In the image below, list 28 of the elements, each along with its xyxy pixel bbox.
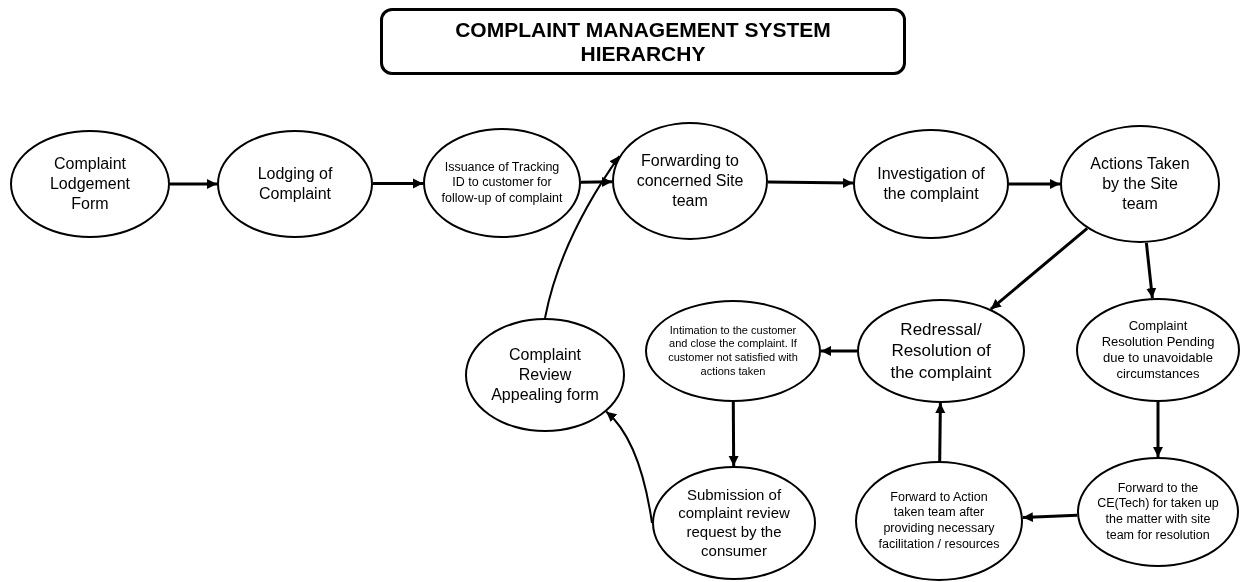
arrow bbox=[605, 410, 653, 524]
arrow bbox=[544, 155, 621, 319]
arrow bbox=[1153, 402, 1163, 457]
arrow bbox=[373, 178, 423, 189]
node-label: Forward to the CE(Tech) for taken up the matter with site team for resolution bbox=[1096, 480, 1220, 544]
node-label: Actions Taken by the Site team bbox=[1089, 154, 1191, 214]
node-label: Complaint Resolution Pending due to unavoidable circumstances bbox=[1100, 317, 1216, 383]
node-label: Complaint Review Appealing form bbox=[490, 345, 600, 405]
arrow bbox=[580, 176, 613, 187]
arrow bbox=[989, 227, 1089, 311]
node-label: Issuance of Tracking ID to customer for follow-up of complaint bbox=[441, 159, 563, 207]
arrow bbox=[1009, 179, 1060, 189]
title: COMPLAINT MANAGEMENT SYSTEM HIERARCHY bbox=[380, 8, 906, 75]
node-label: Lodging of Complaint bbox=[256, 164, 334, 204]
node-label: Intimation to the customer and close the complaint. If customer not satisfied with actions taken bbox=[667, 323, 799, 379]
node-label: Redressal/ Resolution of the complaint bbox=[889, 319, 993, 383]
arrow bbox=[170, 179, 217, 189]
arrow bbox=[1022, 512, 1078, 523]
arrow bbox=[767, 177, 854, 188]
arrow bbox=[1144, 242, 1157, 299]
node-label: Investigation of the complaint bbox=[876, 164, 986, 204]
node-label: Complaint Lodgement Form bbox=[48, 154, 132, 214]
node-label: Forwarding to concerned Site team bbox=[635, 151, 745, 211]
arrow bbox=[728, 402, 739, 466]
node-label: Submission of complaint review request by the consumer bbox=[677, 485, 791, 561]
arrow bbox=[935, 402, 946, 461]
arrow bbox=[821, 346, 857, 356]
node-label: Forward to Action taken team after providing necessary facilitation / resources bbox=[877, 489, 1001, 553]
